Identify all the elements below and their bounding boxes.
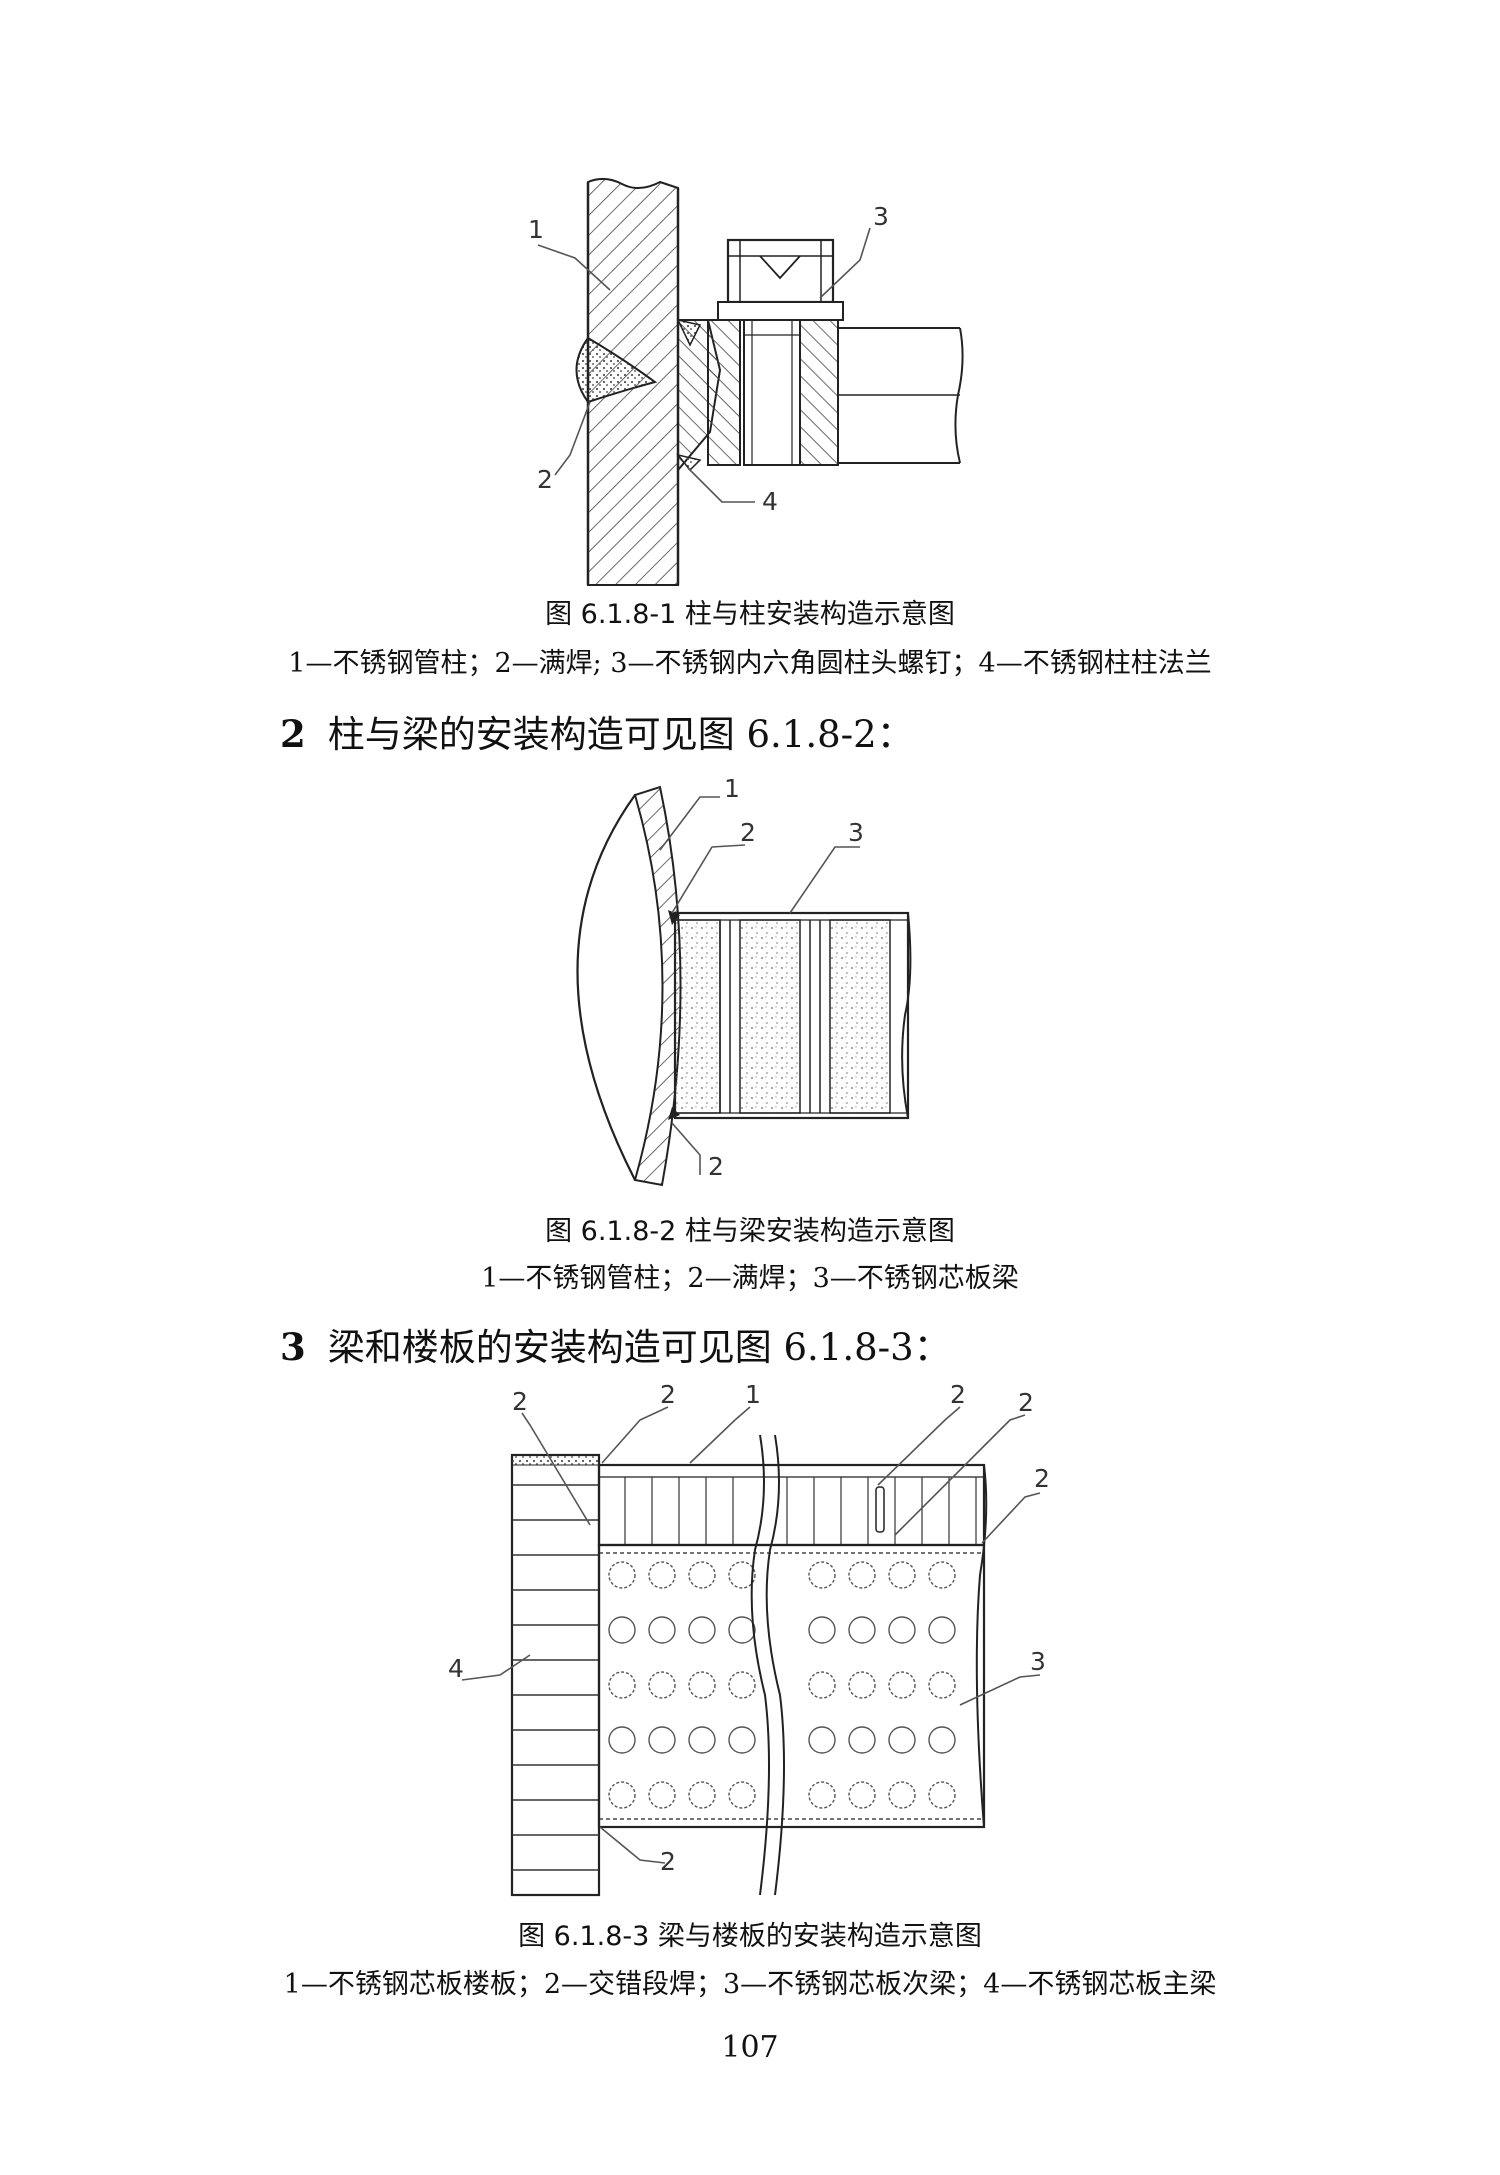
figure1-label-1: 1	[528, 215, 544, 244]
figure3-legend: 1—不锈钢芯板楼板；2—交错段焊；3—不锈钢芯板次梁；4—不锈钢芯板主梁	[283, 1969, 1217, 2000]
figure3-label-2c: 2	[950, 1380, 966, 1409]
figure2-label-2: 2	[740, 818, 756, 847]
figure-column-beam: 1 2 3 2	[0, 775, 1500, 1195]
paragraph-3-text: 梁和楼板的安装构造可见图 6.1.8-3：	[327, 1326, 951, 1369]
paragraph-3-number: 3	[280, 1325, 306, 1369]
figure1-label-2: 2	[537, 465, 553, 494]
figure3-label-2a: 2	[512, 1387, 528, 1416]
figure2-legend: 1—不锈钢管柱；2—满焊；3—不锈钢芯板梁	[481, 1263, 1019, 1294]
figure3-label-3: 3	[1030, 1647, 1046, 1676]
figure3-label-2d: 2	[1018, 1388, 1034, 1417]
paragraph-2: 2 柱与梁的安装构造可见图 6.1.8-2：	[280, 712, 914, 757]
figure1-caption: 图 6.1.8-1 柱与柱安装构造示意图	[545, 599, 955, 630]
page-number: 107	[721, 2030, 779, 2065]
paragraph-3: 3 梁和楼板的安装构造可见图 6.1.8-3：	[280, 1325, 951, 1370]
figure2-caption: 图 6.1.8-2 柱与梁安装构造示意图	[545, 1216, 955, 1247]
figure-column-column: 1 3 2 4	[0, 170, 1500, 600]
figure-beam-floor: 2 2 1 2 2 2 3 4 2	[0, 1375, 1500, 1905]
bolt-head	[726, 238, 835, 304]
figure3-label-2e: 2	[1034, 1464, 1050, 1493]
figure2-label-3: 3	[848, 818, 864, 847]
figure3-label-1: 1	[745, 1380, 761, 1409]
figure1-label-3: 3	[873, 202, 889, 231]
figure3-caption: 图 6.1.8-3 梁与楼板的安装构造示意图	[518, 1921, 982, 1952]
secondary-beam	[597, 1543, 986, 1829]
main-beam	[510, 1453, 601, 1897]
column-wall	[633, 785, 682, 1187]
figure2-label-2b: 2	[708, 1152, 724, 1181]
weld-bead	[575, 336, 658, 404]
figure2-label-1: 1	[724, 775, 740, 803]
paragraph-2-number: 2	[280, 712, 306, 756]
figure1-label-4: 4	[762, 487, 778, 516]
paragraph-2-text: 柱与梁的安装构造可见图 6.1.8-2：	[327, 713, 914, 756]
figure3-label-2b: 2	[660, 1380, 676, 1409]
figure1-legend: 1—不锈钢管柱；2—满焊; 3—不锈钢内六角圆柱头螺钉；4—不锈钢柱柱法兰	[288, 648, 1212, 679]
figure3-label-4: 4	[448, 1654, 464, 1683]
bolt-shank	[743, 319, 801, 466]
figure3-label-2f: 2	[660, 1847, 676, 1876]
